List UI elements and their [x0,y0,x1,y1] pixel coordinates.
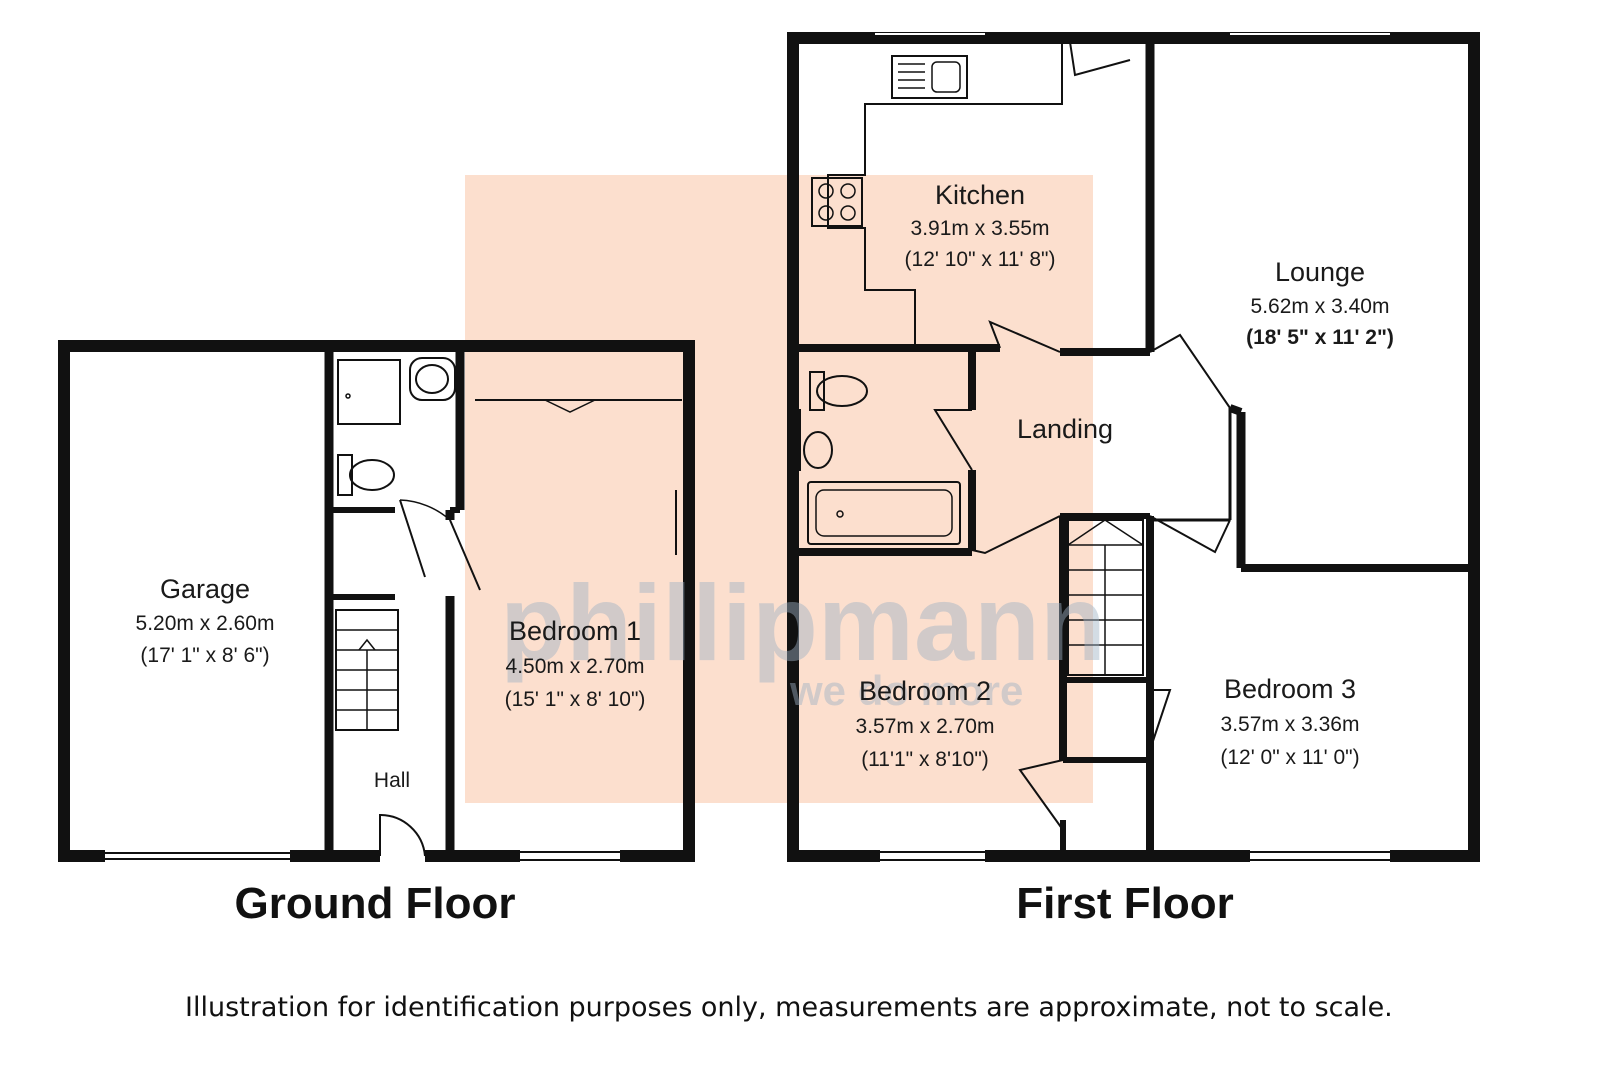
room-lounge-imperial: (18' 5" x 11' 2") [1246,326,1394,349]
room-garage-name: Garage [160,574,250,604]
room-kitchen-metric: 3.91m x 3.55m [911,217,1050,240]
room-bedroom-1: Bedroom 1 4.50m x 2.70m (15' 1" x 8' 10"… [505,616,646,711]
room-lounge: Lounge 5.62m x 3.40m (18' 5" x 11' 2") [1246,257,1394,349]
room-landing: Landing [1017,414,1113,444]
room-garage-metric: 5.20m x 2.60m [136,612,275,635]
ground-floor-plan [58,340,695,862]
first-floor-plan [787,32,1480,862]
room-bedroom-3-imperial: (12' 0" x 11' 0") [1220,746,1359,769]
ground-floor-title: Ground Floor [234,879,515,928]
room-bedroom-2-metric: 3.57m x 2.70m [856,715,995,738]
room-garage-imperial: (17' 1" x 8' 6") [140,644,269,667]
first-floor-title: First Floor [1016,879,1234,928]
room-bedroom-2-imperial: (11'1" x 8'10") [861,748,989,771]
room-bedroom-3-metric: 3.57m x 3.36m [1221,713,1360,736]
room-hall: Hall [374,769,410,792]
watermark-tagline: we do more [789,667,1023,714]
room-lounge-name: Lounge [1275,257,1365,287]
room-garage: Garage 5.20m x 2.60m (17' 1" x 8' 6") [136,574,275,667]
room-bedroom-2-name: Bedroom 2 [859,676,991,706]
room-bedroom-1-imperial: (15' 1" x 8' 10") [505,688,646,711]
disclaimer-text: Illustration for identification purposes… [185,992,1393,1023]
room-bedroom-2: Bedroom 2 3.57m x 2.70m (11'1" x 8'10") [856,676,995,771]
room-kitchen-imperial: (12' 10" x 11' 8") [905,248,1056,271]
room-hall-name: Hall [374,769,410,792]
room-kitchen: Kitchen 3.91m x 3.55m (12' 10" x 11' 8") [905,180,1056,271]
watermark-panel [465,175,1093,803]
room-landing-name: Landing [1017,414,1113,444]
room-bedroom-1-name: Bedroom 1 [509,616,641,646]
room-bedroom-1-metric: 4.50m x 2.70m [506,655,645,678]
room-kitchen-name: Kitchen [935,180,1025,210]
room-bedroom-3-name: Bedroom 3 [1224,674,1356,704]
room-bedroom-3: Bedroom 3 3.57m x 3.36m (12' 0" x 11' 0"… [1220,674,1359,769]
room-lounge-metric: 5.62m x 3.40m [1251,295,1390,318]
watermark-brand: phillipmann [500,562,1106,683]
